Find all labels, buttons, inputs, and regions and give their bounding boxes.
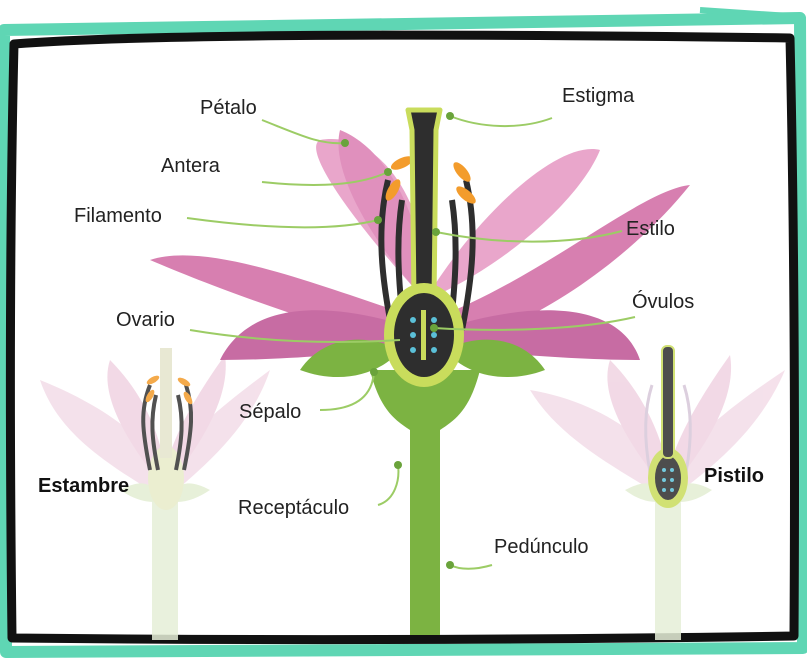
- label-estilo: Estilo: [626, 219, 675, 239]
- label-estambre: Estambre: [38, 476, 129, 496]
- label-ovario: Ovario: [116, 310, 175, 330]
- label-ovulos: Óvulos: [632, 292, 694, 312]
- label-estigma: Estigma: [562, 86, 634, 106]
- label-antera: Antera: [161, 156, 220, 176]
- label-pedunculo: Pedúnculo: [494, 537, 589, 557]
- label-receptaculo: Receptáculo: [238, 498, 349, 518]
- label-pistilo: Pistilo: [704, 466, 764, 486]
- label-petalo: Pétalo: [200, 98, 257, 118]
- label-sepalo: Sépalo: [239, 402, 301, 422]
- label-filamento: Filamento: [74, 206, 162, 226]
